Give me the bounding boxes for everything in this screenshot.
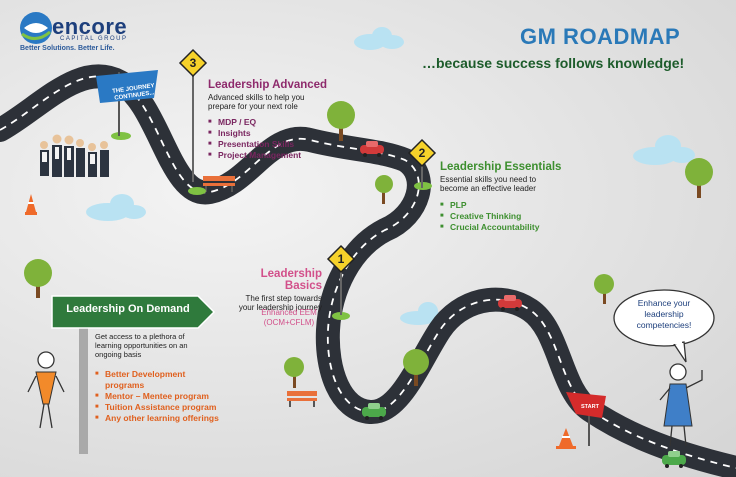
stage-3-sign: [178, 48, 208, 182]
on-demand-signpost: [51, 295, 216, 454]
page-subtitle: …because success follows knowledge!: [422, 55, 685, 71]
speech-bubble-text: Enhance your leadership competencies!: [636, 298, 692, 330]
speech-bubble: [613, 289, 715, 363]
grass-icon: [111, 132, 432, 320]
list-item: Creative Thinking: [440, 211, 590, 222]
page-title: GM ROADMAP: [520, 24, 681, 49]
list-item: Any other learning offerings: [95, 413, 225, 424]
list-item: Insights: [208, 128, 348, 139]
green-car-icon: [362, 403, 386, 420]
start-flag-label: START: [581, 404, 599, 410]
logo-subtitle: CAPITAL GROUP: [60, 36, 128, 42]
tree-icon: [594, 274, 614, 304]
stage-essentials-list: PLP Creative Thinking Crucial Accountabi…: [440, 200, 590, 233]
stage-basics-title: Leadership Basics: [260, 268, 322, 292]
bench-icon: [287, 391, 317, 407]
stage-basics-description: The first step towards your leadership j…: [238, 294, 322, 312]
blue-person-icon: [659, 363, 703, 447]
bench-icon: [203, 176, 235, 192]
list-item: Mentor – Mentee program: [95, 391, 225, 402]
stage-advanced-block: Leadership Advanced Advanced skills to h…: [208, 79, 348, 161]
traffic-cone-icon: [25, 194, 37, 215]
team-people-icon: [40, 134, 109, 177]
stage-advanced-title: Leadership Advanced: [208, 79, 328, 91]
on-demand-sign-label: Leadership On Demand: [66, 303, 190, 315]
encore-logo-icon: [20, 12, 52, 44]
stage-1-sign: [326, 244, 356, 315]
stage-advanced-description: Advanced skills to help you prepare for …: [208, 93, 305, 111]
list-item: Tuition Assistance program: [95, 402, 225, 413]
tree-icon: [375, 175, 393, 204]
red-car-icon: [360, 141, 384, 157]
list-item: Presentation Skills: [208, 139, 348, 150]
on-demand-block: Get access to a plethora of learning opp…: [95, 332, 225, 424]
stage-1-number: 1: [337, 252, 345, 266]
cloud-icon: [354, 27, 404, 50]
road-lane-marking: [0, 75, 736, 469]
on-demand-list: Better Development programs Mentor – Men…: [95, 369, 225, 424]
stage-2-number: 2: [418, 146, 426, 160]
logo-tagline: Better Solutions. Better Life.: [20, 45, 115, 52]
list-item: Better Development programs: [95, 369, 225, 391]
stage-essentials-description: Essential skills you need to become an e…: [440, 175, 537, 193]
list-item: MDP / EQ: [208, 117, 348, 128]
on-demand-description: Get access to a plethora of learning opp…: [95, 332, 188, 359]
orange-person-icon: [27, 351, 65, 429]
tree-icon: [24, 259, 52, 298]
traffic-cone-icon: [556, 428, 576, 449]
list-item: Crucial Accountability: [440, 222, 590, 233]
cloud-icon: [86, 194, 146, 221]
stage-2-sign: [407, 138, 437, 188]
green-car-icon: [662, 451, 686, 468]
tree-icon: [685, 158, 713, 198]
stage-essentials-block: Leadership Essentials Essential skills y…: [440, 161, 590, 233]
stage-advanced-list: MDP / EQ Insights Presentation Skills Pr…: [208, 117, 348, 161]
cloud-icon: [633, 135, 695, 165]
stage-3-number: 3: [189, 56, 197, 70]
red-car-icon: [498, 295, 522, 311]
list-item: Project Management: [208, 150, 348, 161]
list-item: PLP: [440, 200, 590, 211]
journey-flag: [96, 70, 158, 136]
logo-wordmark: encore: [52, 14, 128, 39]
stage-basics-block: Leadership Basics The first step towards…: [222, 268, 322, 312]
tree-icon: [284, 357, 304, 388]
stage-basics-extra: Enhanced EEM (OCM+CFLM): [261, 308, 317, 327]
tree-icon: [403, 349, 429, 386]
cloud-icon: [400, 302, 450, 325]
start-flag: [566, 392, 606, 446]
stage-essentials-title: Leadership Essentials: [440, 161, 562, 173]
